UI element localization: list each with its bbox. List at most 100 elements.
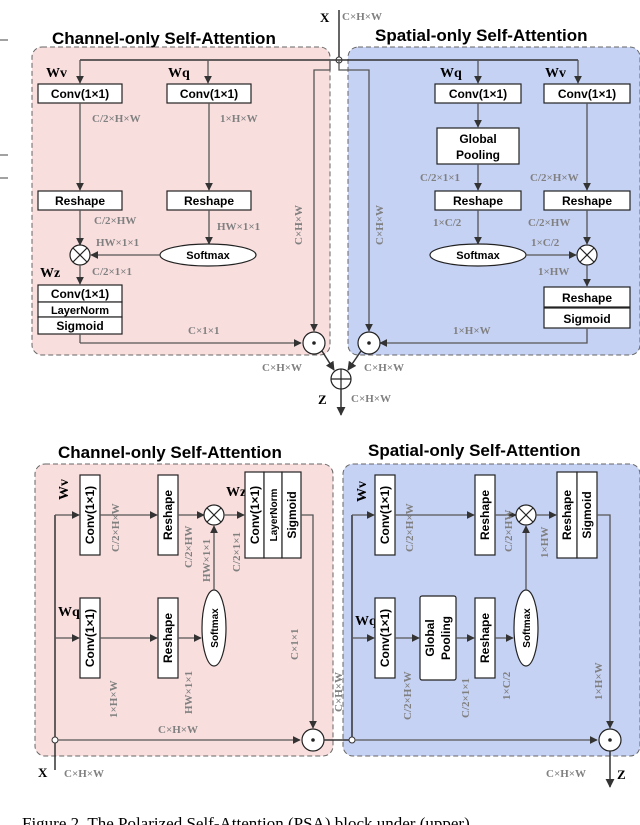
upper-ch-dim-skip: C×H×W (293, 205, 305, 245)
upper-sp-to-sum (347, 350, 362, 371)
lower-sp-dim-gp: C/2×1×1 (460, 678, 472, 718)
lower-ch-dot-op (301, 728, 325, 752)
lower-sp-wv-label: Wv (355, 481, 370, 502)
upper-sp-dim-gp: C/2×1×1 (420, 172, 460, 184)
lower-sp-reshape-v-label: Reshape (478, 490, 492, 540)
upper-ch-dim-rq: HW×1×1 (217, 221, 260, 233)
upper-ch-matmul-op (69, 244, 91, 266)
upper-sp-dim-mul: 1×HW (538, 266, 569, 278)
lower-sp-reshape-out-label: Reshape (560, 490, 574, 540)
upper-sp-skip-line (338, 60, 373, 332)
lower-x-junction (51, 736, 59, 744)
upper-ch-softmax-label: Softmax (186, 250, 230, 262)
upper-ch-conv-v-label: Conv(1×1) (51, 87, 109, 101)
lower-x-dim: C×H×W (64, 768, 104, 780)
upper-sp-dim-dot: C×H×W (364, 362, 404, 374)
lower-sp-gp-line2: Pooling (439, 616, 453, 660)
upper-ch-reshape-v-label: Reshape (55, 194, 105, 208)
upper-channel-title: Channel-only Self-Attention (52, 29, 276, 48)
upper-sp-softmax-label: Softmax (456, 250, 500, 262)
lower-ch-dim-out: C×1×1 (289, 629, 301, 660)
lower-sp-reshape-q-label: Reshape (478, 613, 492, 663)
lower-ch-dim-q: 1×H×W (108, 680, 120, 718)
upper-sp-wv-label: Wv (545, 66, 566, 81)
lower-sp-conv-q-label: Conv(1×1) (378, 609, 392, 667)
lower-z-label: Z (617, 767, 626, 782)
upper-sp-matmul-op (576, 244, 598, 266)
lower-sp-sigmoid-label: Sigmoid (580, 491, 594, 538)
lower-ch-dim-rv: C/2×HW (183, 526, 195, 568)
upper-z-label: Z (318, 392, 327, 407)
upper-spatial-title: Spatial-only Self-Attention (375, 26, 588, 45)
upper-sp-reshape-out-label: Reshape (562, 291, 612, 305)
lower-ch-matmul-op (203, 504, 225, 526)
lower-ch-conv-z-label: Conv(1×1) (248, 486, 262, 544)
upper-diagram: Channel-only Self-Attention Spatial-only… (31, 10, 640, 416)
lower-ch-dim-mul: C/2×1×1 (231, 532, 243, 572)
upper-sp-reshape-q-label: Reshape (453, 194, 503, 208)
upper-ch-sigmoid-label: Sigmoid (56, 319, 103, 333)
upper-ch-wz-label: Wz (40, 266, 60, 281)
lower-sp-dim-in: C×H×W (333, 672, 345, 712)
lower-channel-title: Channel-only Self-Attention (58, 443, 282, 462)
lower-sp-dim-mul: 1×HW (539, 527, 551, 558)
lower-ch-softmax-label: Softmax (210, 608, 221, 648)
lower-sp-matmul-op (515, 504, 537, 526)
lower-sp-dim-rv: C/2×HW (503, 510, 515, 552)
upper-ch-dim-rv: C/2×HW (94, 215, 136, 227)
upper-sp-dim-rv: C/2×HW (528, 217, 570, 229)
upper-sp-global-pool (436, 127, 520, 165)
upper-z-dim: C×H×W (351, 393, 391, 405)
lower-ch-out-line (301, 514, 317, 729)
lower-ch-dim-rq: HW×1×1 (183, 671, 195, 714)
upper-sp-conv-q-label: Conv(1×1) (449, 87, 507, 101)
upper-ch-reshape-q-label: Reshape (184, 194, 234, 208)
lower-ch-wq-label: Wq (58, 605, 80, 620)
upper-sp-sigmoid-label: Sigmoid (563, 312, 610, 326)
figure-caption: Figure 2. The Polarized Self-Attention (… (22, 814, 470, 825)
lower-sp-out-line (597, 514, 614, 729)
upper-sp-dim-out: 1×H×W (453, 325, 491, 337)
upper-ch-skip-line (310, 60, 331, 332)
upper-sp-dot-op (357, 331, 381, 355)
upper-sp-dim-v: C/2×H×W (530, 172, 579, 184)
upper-ch-wv-label: Wv (46, 66, 67, 81)
upper-sp-conv-v-label: Conv(1×1) (558, 87, 616, 101)
upper-ch-layernorm-label: LayerNorm (51, 305, 109, 317)
upper-sp-dim-skip: C×H×W (374, 205, 386, 245)
lower-ch-dim-skip: C×H×W (158, 724, 198, 736)
lower-mid-junction (348, 736, 356, 744)
upper-ch-dim-v: C/2×H×W (92, 113, 141, 125)
upper-ch-wq-label: Wq (168, 66, 190, 81)
lower-sp-dim-v: C/2×H×W (404, 503, 416, 552)
upper-ch-to-sum (321, 350, 335, 371)
upper-sp-out-line (379, 328, 588, 347)
upper-ch-dim-sm: HW×1×1 (96, 237, 139, 249)
lower-spatial-title: Spatial-only Self-Attention (368, 441, 581, 460)
lower-ch-wz-label: Wz (226, 485, 246, 500)
cropped-left-margin (0, 39, 8, 179)
lower-diagram: Channel-only Self-Attention Spatial-only… (34, 441, 640, 788)
upper-ch-dim-out: C×1×1 (188, 325, 219, 337)
lower-ch-reshape-v-label: Reshape (161, 490, 175, 540)
lower-x-label: X (38, 765, 48, 780)
lower-sp-dot-op (598, 728, 622, 752)
upper-sp-wq-label: Wq (440, 66, 462, 81)
lower-ch-conv-v-label: Conv(1×1) (83, 486, 97, 544)
lower-sp-wq-label: Wq (355, 614, 377, 629)
lower-ch-wv-label: Wv (57, 479, 72, 500)
upper-ch-conv-q-label: Conv(1×1) (180, 87, 238, 101)
upper-ch-dim-q: 1×H×W (220, 113, 258, 125)
lower-sp-conv-v-label: Conv(1×1) (378, 486, 392, 544)
lower-sp-dim-q: C/2×H×W (402, 671, 414, 720)
upper-sp-gp-line1: Global (459, 132, 496, 146)
lower-sp-softmax-label: Softmax (522, 608, 533, 648)
lower-ch-dim-v: C/2×H×W (110, 503, 122, 552)
upper-ch-conv-z-label: Conv(1×1) (51, 287, 109, 301)
upper-sp-dim-rq: 1×C/2 (433, 217, 462, 229)
upper-ch-dot-op (302, 331, 326, 355)
upper-ch-dim-dot: C×H×W (262, 362, 302, 374)
upper-x-dim: C×H×W (342, 11, 382, 23)
upper-ch-dim-mul: C/2×1×1 (92, 266, 132, 278)
